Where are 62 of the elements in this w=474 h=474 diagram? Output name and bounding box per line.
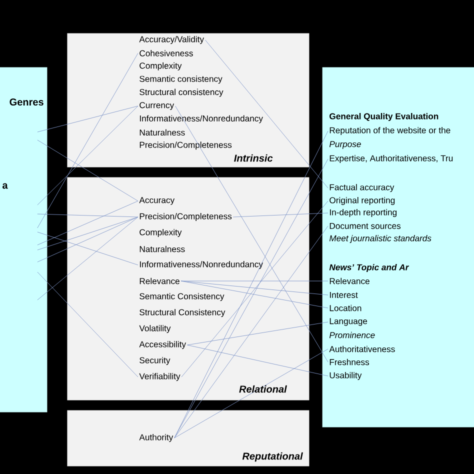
connector-line xyxy=(180,280,328,282)
criterion-text: Naturalness xyxy=(138,128,186,137)
criterion-text: Reputation of the website or the xyxy=(328,126,452,136)
criterion-text: Accuracy xyxy=(138,196,176,206)
connector-line xyxy=(205,40,328,188)
criterion-text: Language xyxy=(328,317,368,327)
connector-line xyxy=(37,52,138,228)
category-heading: Relational xyxy=(239,385,287,393)
criterion-text: Document sources xyxy=(328,222,402,230)
category-heading: Intrinsic xyxy=(234,154,273,162)
criterion-text: Complexity xyxy=(138,61,183,72)
criterion-text: Usability xyxy=(328,371,363,382)
criterion-text: Volatility xyxy=(138,324,172,334)
connector-line xyxy=(174,226,328,438)
connector-line xyxy=(37,200,138,246)
criterion-text: Expertise, Authoritativeness, Tru xyxy=(328,154,454,164)
connector-line xyxy=(175,106,328,362)
criterion-text: Authority xyxy=(138,433,174,444)
criterion-text: Accessibility xyxy=(138,340,188,350)
criterion-text: Structural Consistency xyxy=(138,308,226,318)
criterion-text: Cohesiveness xyxy=(138,49,194,58)
criterion-text: Verifiability xyxy=(138,372,182,382)
connector-line xyxy=(37,232,138,266)
criterion-text: In-depth reporting xyxy=(328,208,398,218)
connector-line xyxy=(180,280,328,296)
connector-line xyxy=(37,272,138,378)
connector-line xyxy=(37,106,138,206)
category-heading: Genres xyxy=(10,98,44,106)
connector-line xyxy=(174,348,328,438)
connector-line xyxy=(37,216,138,262)
category-heading: News’ Topic and Ar xyxy=(329,264,410,272)
connector-line xyxy=(37,216,138,250)
criterion-text: Accuracy/Validity xyxy=(138,35,206,45)
category-heading: Reputational xyxy=(242,452,303,462)
criterion-text: Structural consistency xyxy=(138,88,224,98)
criterion-text: Precision/Completeness xyxy=(138,212,233,222)
connector-line xyxy=(187,344,328,376)
category-note: Meet journalistic standards xyxy=(329,235,432,244)
criterion-text: Factual accuracy xyxy=(328,183,396,193)
connector-line xyxy=(187,322,328,346)
criterion-text: Semantic Consistency xyxy=(138,292,226,302)
connector-line xyxy=(232,212,328,218)
criterion-text: Precision/Completeness xyxy=(138,140,233,151)
category-note: Prominence xyxy=(329,332,375,338)
connector-line xyxy=(181,200,328,378)
connector-line xyxy=(37,106,138,132)
category-heading: General Quality Evaluation xyxy=(330,113,438,122)
criterion-text: Complexity xyxy=(138,228,183,238)
criterion-text: Currency xyxy=(138,101,176,111)
category-heading: a xyxy=(2,183,8,189)
category-panel xyxy=(0,67,48,412)
connector-line xyxy=(37,140,138,202)
criterion-text: Original reporting xyxy=(328,196,396,206)
criterion-text: Security xyxy=(138,356,172,366)
criterion-text: Informativeness/Nonredundancy xyxy=(138,114,264,124)
category-note: Purpose xyxy=(329,141,361,149)
criterion-text: Interest xyxy=(328,291,359,299)
category-panel xyxy=(67,410,310,466)
connector-line xyxy=(180,280,328,308)
connector-line xyxy=(37,214,138,218)
connector-line xyxy=(37,216,138,300)
criterion-text: Semantic consistency xyxy=(138,74,224,85)
